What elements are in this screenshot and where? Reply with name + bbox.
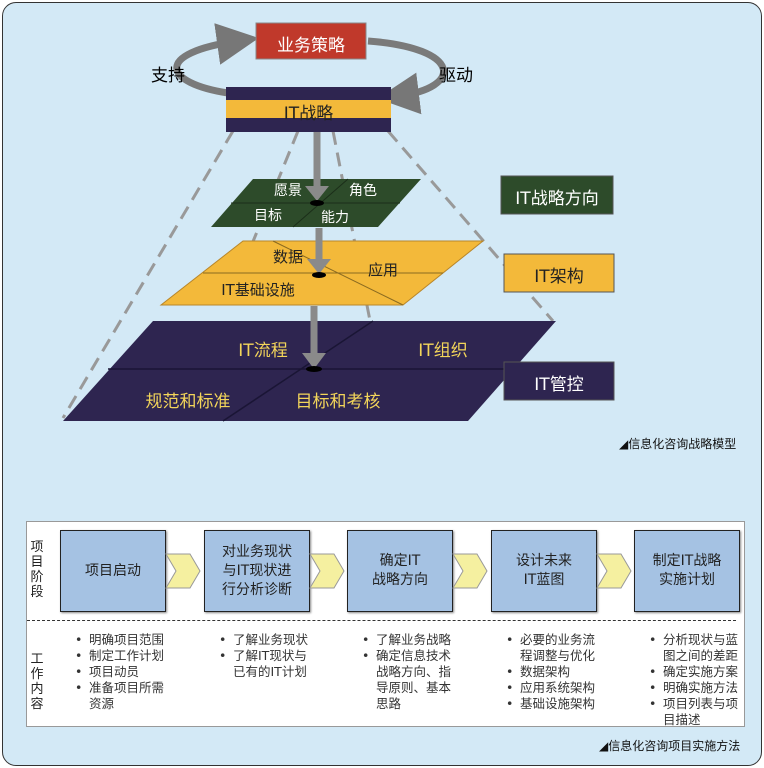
content-item: 项目动员 bbox=[75, 664, 173, 680]
role-label: 角色 bbox=[349, 183, 377, 199]
application-label: 应用 bbox=[367, 261, 398, 279]
data-label: 数据 bbox=[272, 248, 303, 266]
direction-box-label: IT战略方向 bbox=[515, 189, 599, 209]
content-item: 明确实施方法 bbox=[649, 680, 747, 696]
stage-label-line: 行分析诊断 bbox=[222, 581, 292, 598]
goal-label: 目标 bbox=[254, 208, 282, 224]
top-caption: ◢信息化咨询战略模型 bbox=[619, 437, 737, 451]
row-label-contents: 工作内容 bbox=[30, 652, 44, 712]
stage-box: 设计未来 IT蓝图 bbox=[491, 530, 597, 612]
content-item: 数据架构 bbox=[506, 664, 604, 680]
chevron-arrow-icon bbox=[452, 553, 488, 589]
content-item: 了解业务战略 bbox=[362, 632, 460, 648]
governance-box-label: IT管控 bbox=[534, 375, 584, 395]
content-item: 明确项目范围 bbox=[75, 632, 173, 648]
stage-label-line: 确定IT bbox=[379, 553, 421, 569]
stage-label-line: 实施计划 bbox=[659, 572, 715, 588]
content-item: 制定工作计划 bbox=[75, 648, 173, 664]
support-arrow bbox=[173, 23, 259, 97]
row-label-stages: 项目阶段 bbox=[30, 540, 44, 600]
goals-assessment-label: 目标和考核 bbox=[295, 392, 381, 412]
stage-box: 确定IT 战略方向 bbox=[347, 530, 453, 612]
stage-contents: 分析现状与蓝图之间的差距确定实施方案明确实施方法项目列表与项目描述 bbox=[649, 632, 747, 728]
chevron-arrow-icon bbox=[596, 553, 632, 589]
content-item: 必要的业务流程调整与优化 bbox=[506, 632, 604, 664]
capability-label: 能力 bbox=[321, 210, 349, 226]
content-item: 基础设施架构 bbox=[506, 696, 604, 712]
standards-label: 规范和标准 bbox=[145, 392, 231, 412]
content-item: 了解IT现状与已有的IT计划 bbox=[219, 648, 317, 680]
stage-label-line: 对业务现状 bbox=[222, 543, 292, 560]
drive-label: 驱动 bbox=[439, 66, 473, 86]
stage-contents: 了解业务战略确定信息技术战略方向、指导原则、基本思路 bbox=[362, 632, 460, 712]
stage-label-line: IT蓝图 bbox=[523, 572, 565, 588]
chevron-arrow-icon bbox=[309, 553, 345, 589]
bottom-caption: ◢信息化咨询项目实施方法 bbox=[599, 739, 741, 753]
business-strategy-label: 业务策略 bbox=[277, 36, 345, 56]
content-item: 确定信息技术战略方向、指导原则、基本思路 bbox=[362, 648, 460, 712]
stage-box: 项目启动 bbox=[60, 530, 166, 612]
stage-label-line: 制定IT战略 bbox=[652, 553, 722, 569]
architecture-box-label: IT架构 bbox=[534, 267, 584, 287]
stage-box: 制定IT战略实施计划 bbox=[634, 530, 740, 612]
content-item: 了解业务现状 bbox=[219, 632, 317, 648]
stage-contents: 了解业务现状了解IT现状与已有的IT计划 bbox=[219, 632, 317, 680]
stage-contents: 必要的业务流程调整与优化数据架构应用系统架构基础设施架构 bbox=[506, 632, 604, 712]
it-organization-label: IT组织 bbox=[418, 341, 468, 361]
business-strategy-box bbox=[255, 22, 367, 60]
content-item: 应用系统架构 bbox=[506, 680, 604, 696]
implementation-panel: 项目阶段 工作内容 项目启动 对业务现状与IT现状进行分析诊断 确定IT 战略方向 设计… bbox=[26, 521, 745, 727]
stage-label-line: 与IT现状进 bbox=[222, 562, 292, 579]
content-item: 确定实施方案 bbox=[649, 664, 747, 680]
infrastructure-label: IT基础设施 bbox=[221, 281, 295, 299]
down-arrows bbox=[310, 131, 323, 355]
stage-label-line: 项目启动 bbox=[85, 562, 141, 579]
divider bbox=[27, 620, 736, 621]
content-item: 准备项目所需资源 bbox=[75, 680, 173, 712]
stage-label-line: 战略方向 bbox=[372, 572, 428, 588]
strategy-model-diagram bbox=[61, 22, 615, 422]
it-strategy-label: IT战略 bbox=[283, 104, 334, 124]
it-process-label: IT流程 bbox=[238, 341, 288, 361]
support-label: 支持 bbox=[151, 66, 185, 86]
drive-arrow bbox=[367, 37, 447, 115]
content-item: 项目列表与项目描述 bbox=[649, 696, 747, 728]
stage-label-line: 设计未来 bbox=[516, 553, 572, 569]
stage-box: 对业务现状与IT现状进行分析诊断 bbox=[204, 530, 310, 612]
chevron-arrow-icon bbox=[165, 553, 201, 589]
content-item: 分析现状与蓝图之间的差距 bbox=[649, 632, 747, 664]
vision-label: 愿景 bbox=[274, 183, 302, 199]
stage-contents: 明确项目范围制定工作计划项目动员准备项目所需资源 bbox=[75, 632, 173, 712]
